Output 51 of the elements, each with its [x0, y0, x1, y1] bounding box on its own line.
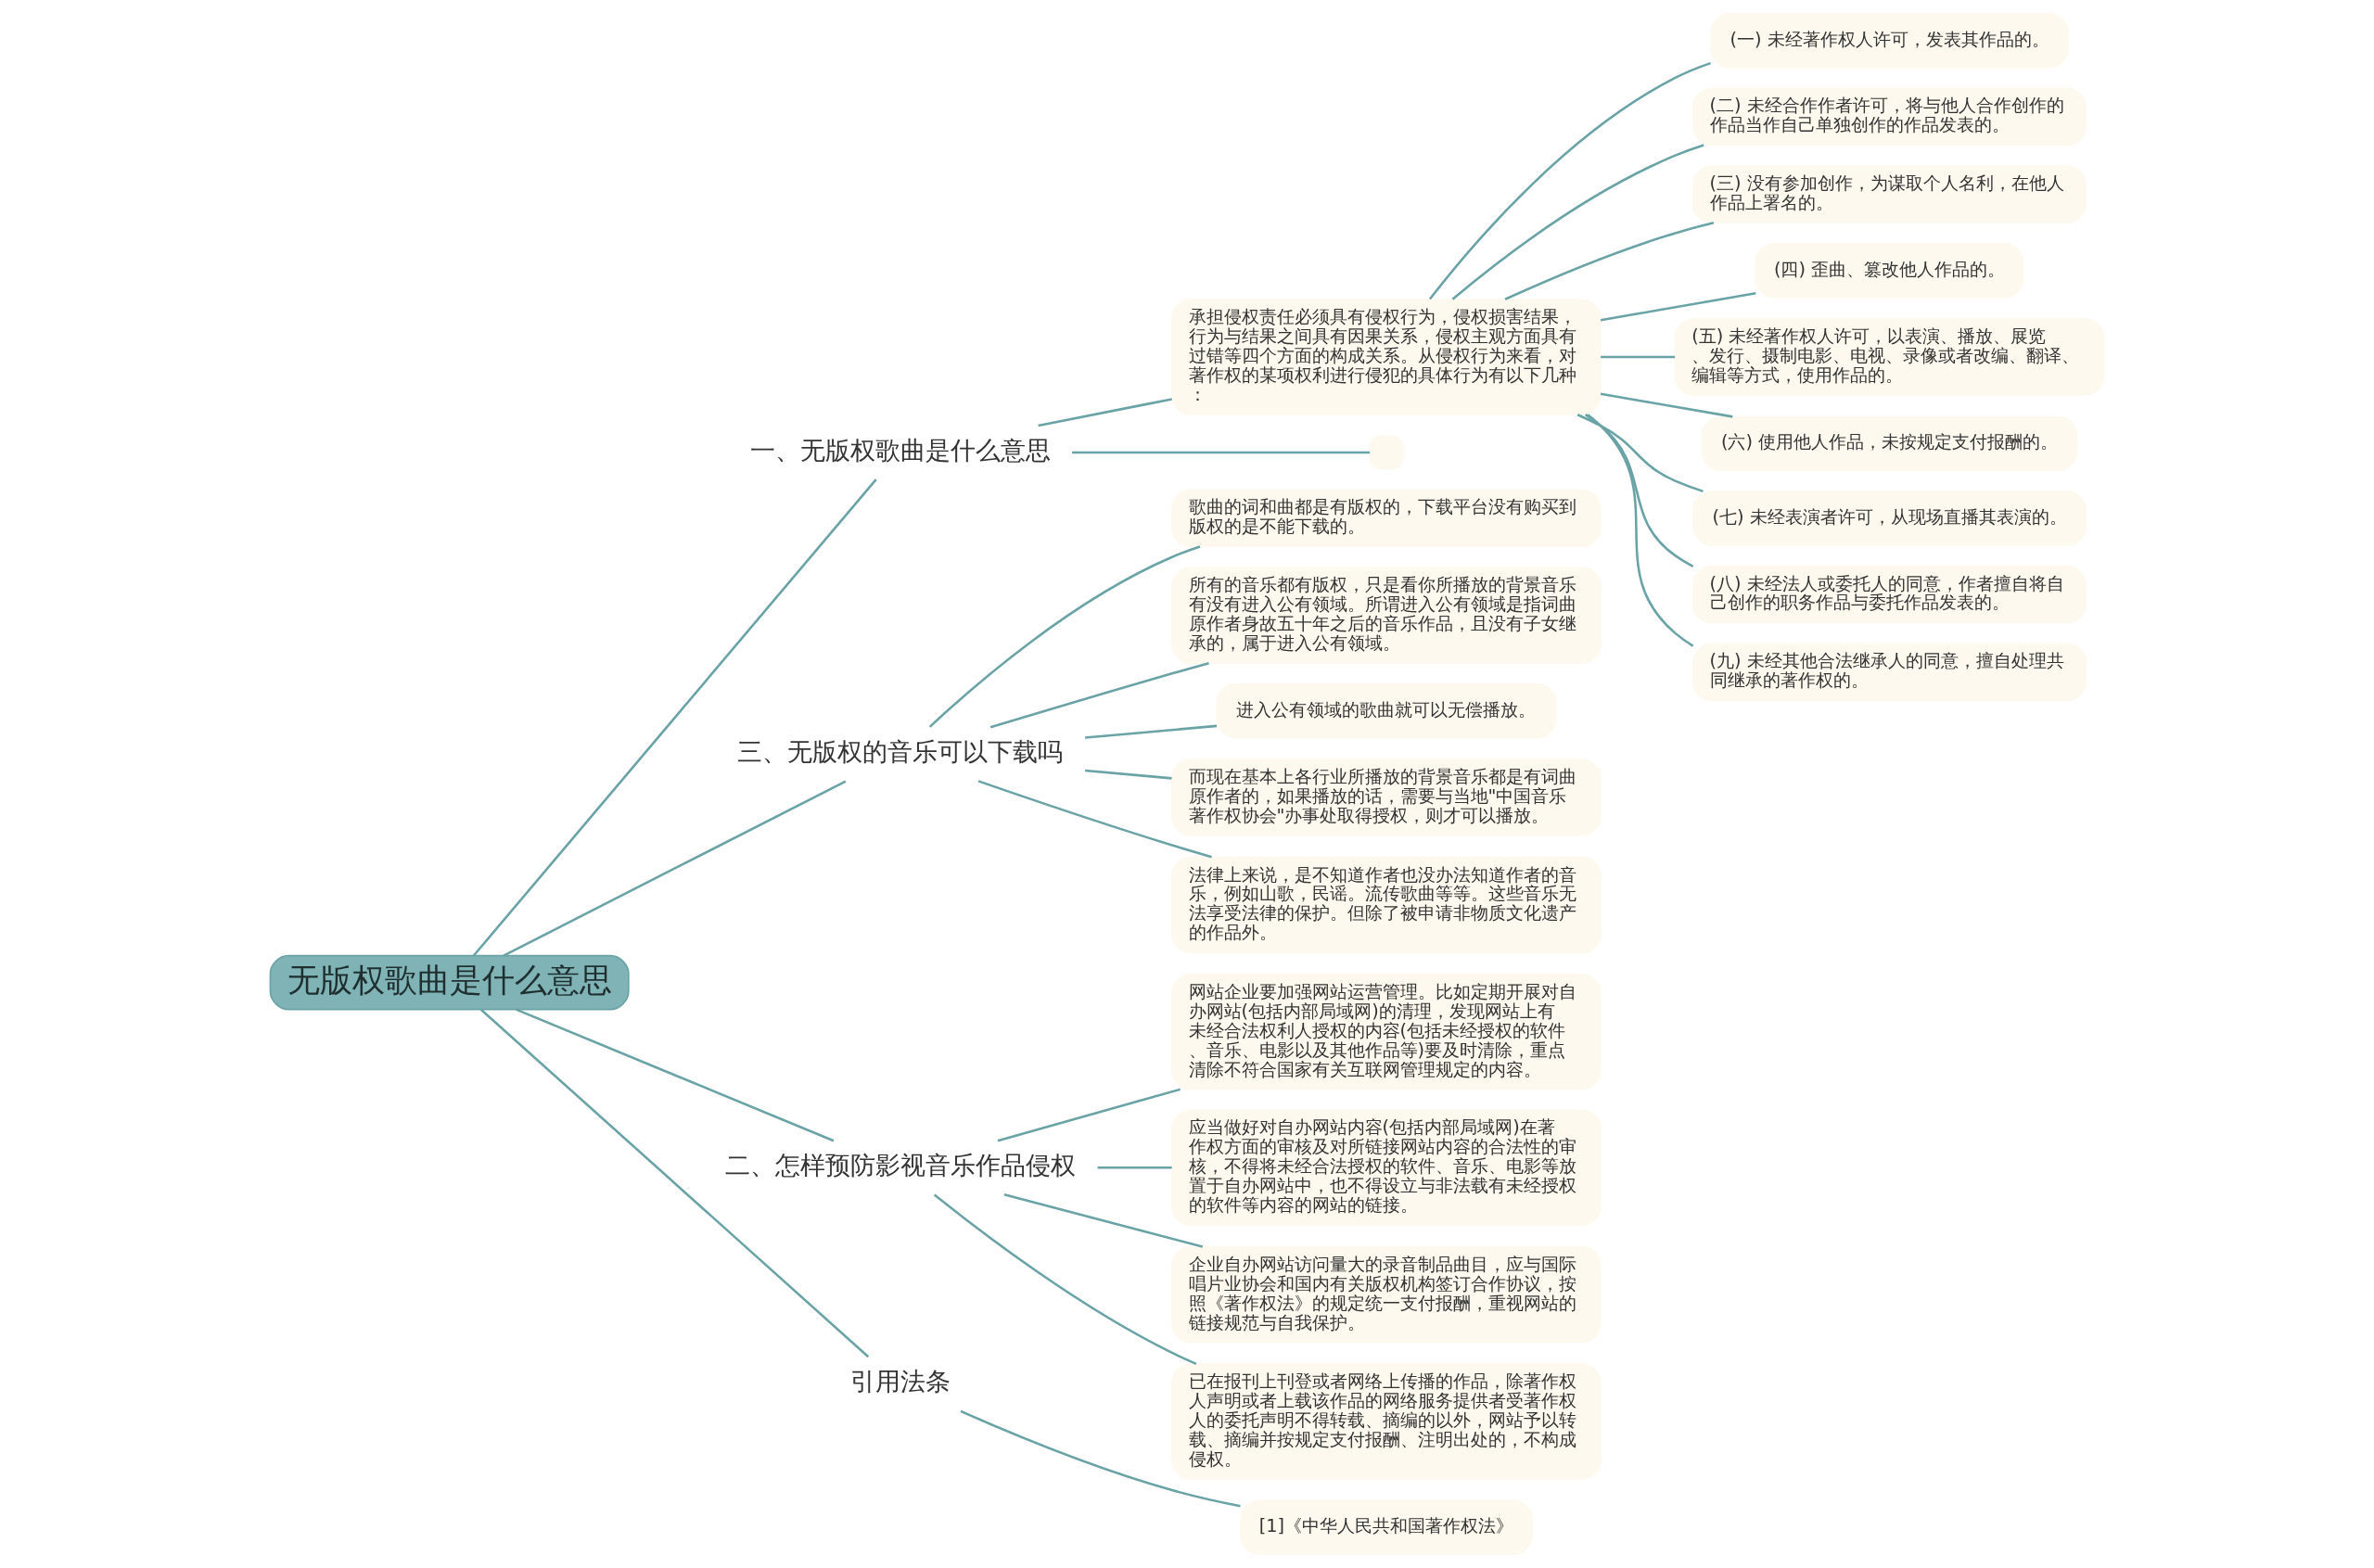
node-box: 应当做好对自办网站内容(包括内部局域网)在著作权方面的审核及对所链接网站内容的合法性的审核，不得将未经合法授权的软件、音乐、电影等放置于自办网站中，也不得设立与非法载有未经授权的软件等内容的网站的链接。 [1171, 1109, 1602, 1227]
connector [1576, 414, 1704, 493]
connector [989, 661, 1209, 729]
connector [472, 478, 877, 957]
connector [1600, 292, 1756, 322]
node-box [1369, 435, 1404, 470]
connector [997, 1088, 1181, 1142]
node-box: 无版权歌曲是什么意思 [269, 954, 630, 1011]
node-box: (一) 未经著作权人许可，发表其作品的。 [1710, 12, 2069, 69]
node-text: 三、无版权的音乐可以下载吗 [737, 736, 1064, 766]
connector [1584, 414, 1694, 568]
connector [1085, 724, 1218, 739]
connector [1428, 61, 1711, 300]
node-box: (八) 未经法人或委托人的同意，作者擅自将自己创作的职务作品与委托作品发表的。 [1692, 565, 2087, 624]
node-box: 网站企业要加强网站运营管理。比如定期开展对自办网站(包括内部局域网)的清理，发现网站上有未经合法权利人授权的内容(包括未经授权的软件、音乐、电影以及其他作品等)要及时清除，重点清除不符合国家有关互联网管理规定的内容。 [1171, 973, 1602, 1090]
node-box: 法律上来说，是不知道作者也没办法知道作者的音乐，例如山歌，民谣。流传歌曲等等。这些音乐无法享受法律的保护。但除了被申请非物质文化遗产的作品外。 [1171, 856, 1602, 954]
node-box: (三) 没有参加创作，为谋取个人名利，在他人作品上署名的。 [1692, 165, 2087, 223]
node-box: (六) 使用他人作品，未按规定支付报酬的。 [1701, 415, 2078, 472]
connector [1003, 1193, 1204, 1248]
node-text: 二、怎样预防影视音乐作品侵权 [724, 1150, 1076, 1179]
connector [1601, 355, 1676, 359]
connector [516, 1008, 835, 1142]
node-box: [1]《中华人民共和国著作权法》 [1240, 1499, 1533, 1556]
connector [1085, 769, 1172, 780]
node-box: (七) 未经表演者许可，从现场直播其表演的。 [1692, 491, 2087, 546]
connector [1038, 398, 1172, 427]
node-text: 一、无版权歌曲是什么意思 [749, 435, 1051, 465]
connector [960, 1409, 1241, 1508]
node-box: (四) 歪曲、篡改他人作品的。 [1755, 242, 2024, 299]
connector [503, 780, 847, 957]
connector [479, 1008, 870, 1358]
node-box: 企业自办网站访问量大的录音制品曲目，应与国际唱片业协会和国内有关版权机构签订合作协议，按照《著作权法》的规定统一支付报酬，重视网站的链接规范与自我保护。 [1171, 1245, 1602, 1344]
connector [1504, 222, 1715, 300]
node-box: (九) 未经其他合法继承人的同意，擅自处理共同继承的著作权的。 [1692, 643, 2087, 702]
connector [1451, 144, 1704, 300]
node-box: 所有的音乐都有版权，只是看你所播放的背景音乐有没有进入公有领域。所谓进入公有领域是指词曲原作者身故五十年之后的音乐作品，且没有子女继承的，属于进入公有领域。 [1171, 567, 1602, 664]
node-box: 进入公有领域的歌曲就可以无偿播放。 [1216, 682, 1557, 739]
connector [1587, 414, 1694, 647]
node-box: (二) 未经合作作者许可，将与他人合作创作的作品当作自己单独创作的作品发表的。 [1692, 87, 2087, 147]
node-box: (五) 未经著作权人许可，以表演、播放、展览、发行、摄制电影、电视、录像或者改编、翻译、编辑等方式，使用作品的。 [1674, 318, 2105, 396]
connector [1600, 392, 1733, 418]
connector [1097, 1166, 1172, 1169]
connector [977, 780, 1212, 859]
node-box: 而现在基本上各行业所播放的背景音乐都是有词曲原作者的，如果播放的话，需要与当地"中国音乐著作权协会"办事处取得授权，则才可以播放。 [1171, 759, 1602, 836]
node-box: 已在报刊上刊登或者网络上传播的作品，除著作权人声明或者上载该作品的网络服务提供者受著作权人的委托声明不得转载、摘编的以外，网站予以转载、摘编并按规定支付报酬、注明出处的，不构成侵权。 [1171, 1363, 1602, 1480]
connector [928, 545, 1201, 728]
node-text: 引用法条 [849, 1367, 951, 1396]
connector [933, 1193, 1197, 1366]
node-box: 承担侵权责任必须具有侵权行为，侵权损害结果，行为与结果之间具有因果关系，侵权主观方面具有过错等四个方面的构成关系。从侵权行为来看，对著作权的某项权利进行侵犯的具体行为有以下几种： [1171, 299, 1602, 415]
connector [1072, 451, 1371, 454]
node-box: 歌曲的词和曲都是有版权的，下载平台没有购买到版权的是不能下载的。 [1171, 489, 1602, 548]
